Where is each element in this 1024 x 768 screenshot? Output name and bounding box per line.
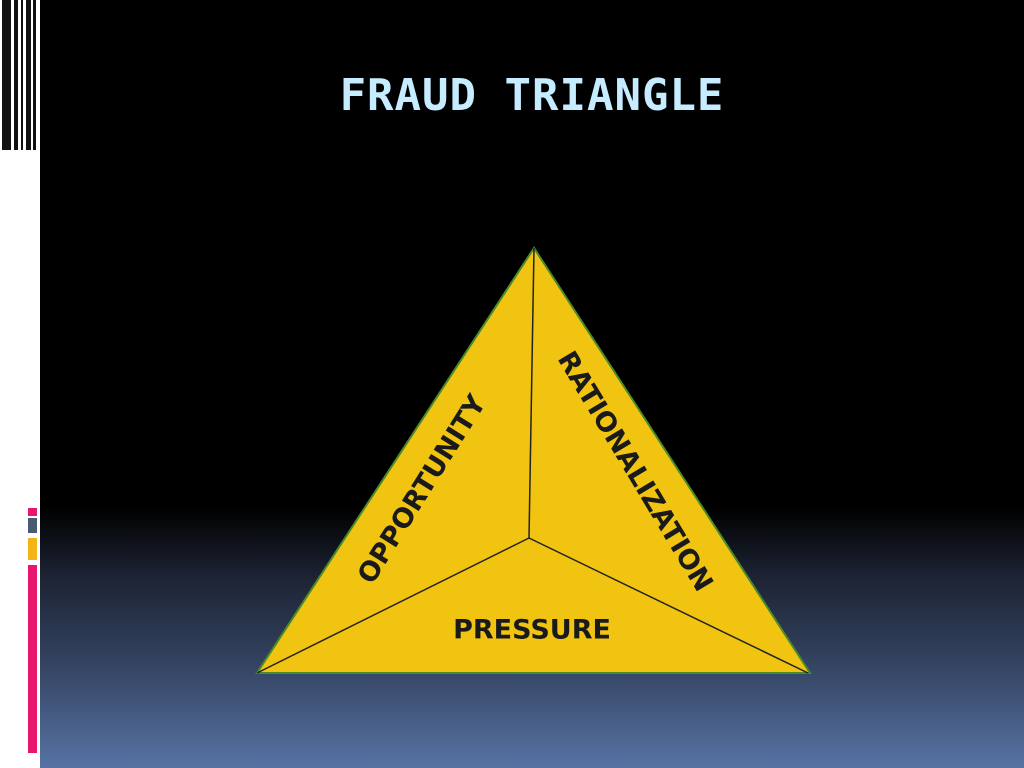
accent-bar-slate — [28, 518, 37, 533]
triangle-shape — [255, 246, 812, 674]
divider-line-left — [256, 537, 530, 674]
left-decor-strip — [0, 0, 40, 768]
accent-bar-pink-long — [28, 565, 37, 753]
divider-line-right — [528, 537, 809, 674]
accent-bar-gold — [28, 538, 37, 560]
divider-line-top — [528, 247, 535, 539]
label-pressure: PRESSURE — [453, 615, 611, 646]
accent-bar-pink-small — [28, 508, 37, 516]
slide-title: FRAUD TRIANGLE — [339, 70, 725, 121]
stripe-decoration — [0, 0, 40, 160]
